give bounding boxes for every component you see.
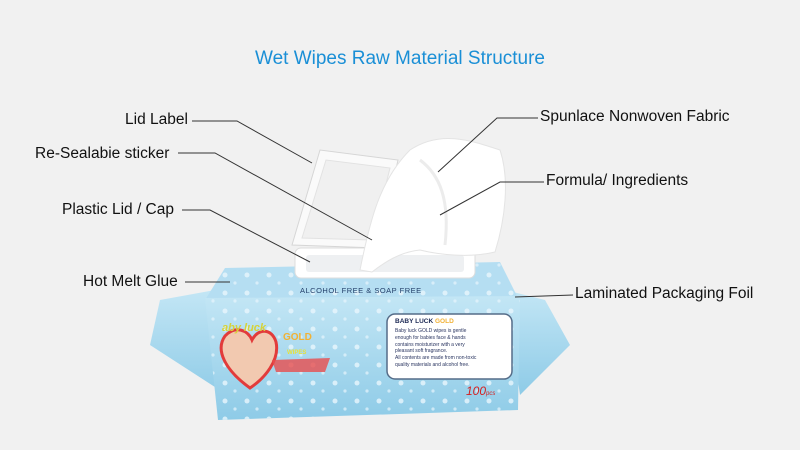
info-box-title: BABY LUCK GOLD (395, 318, 454, 325)
baby-heart-logo (219, 328, 279, 390)
label-laminated-foil: Laminated Packaging Foil (575, 285, 754, 302)
label-lid-label: Lid Label (125, 111, 188, 128)
package-gold: GOLD (283, 332, 312, 343)
package-count: 100pcs (466, 384, 496, 398)
label-spunlace-fabric: Spunlace Nonwoven Fabric (540, 108, 730, 125)
info-box (386, 313, 513, 380)
label-plastic-lid: Plastic Lid / Cap (62, 201, 174, 218)
package-banner: ALCOHOL FREE & SOAP FREE (300, 286, 422, 295)
package-wipes: WIPES (287, 350, 307, 356)
label-resealable-sticker: Re-Sealabie sticker (35, 145, 170, 162)
leader-lines (178, 117, 574, 298)
right-flap (505, 290, 570, 395)
label-formula: Formula/ Ingredients (546, 172, 689, 189)
diagram-title: Wet Wipes Raw Material Structure (254, 48, 545, 69)
package-brand: aby luck (222, 322, 267, 334)
label-hot-melt-glue: Hot Melt Glue (83, 273, 178, 290)
wet-wipe (359, 137, 506, 273)
